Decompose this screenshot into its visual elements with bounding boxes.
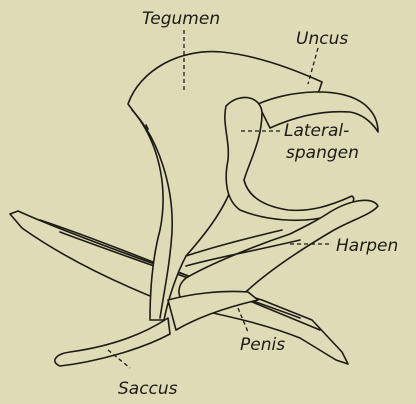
label-uncus: Uncus bbox=[296, 29, 348, 49]
saccus-structure bbox=[55, 318, 170, 366]
label-saccus: Saccus bbox=[118, 379, 178, 399]
label-tegumen: Tegumen bbox=[142, 9, 220, 29]
label-lateralspangen-line2: spangen bbox=[286, 143, 359, 163]
label-harpen: Harpen bbox=[336, 236, 398, 256]
label-penis: Penis bbox=[240, 335, 285, 355]
label-lateralspangen-line1: Lateral- bbox=[284, 121, 349, 141]
